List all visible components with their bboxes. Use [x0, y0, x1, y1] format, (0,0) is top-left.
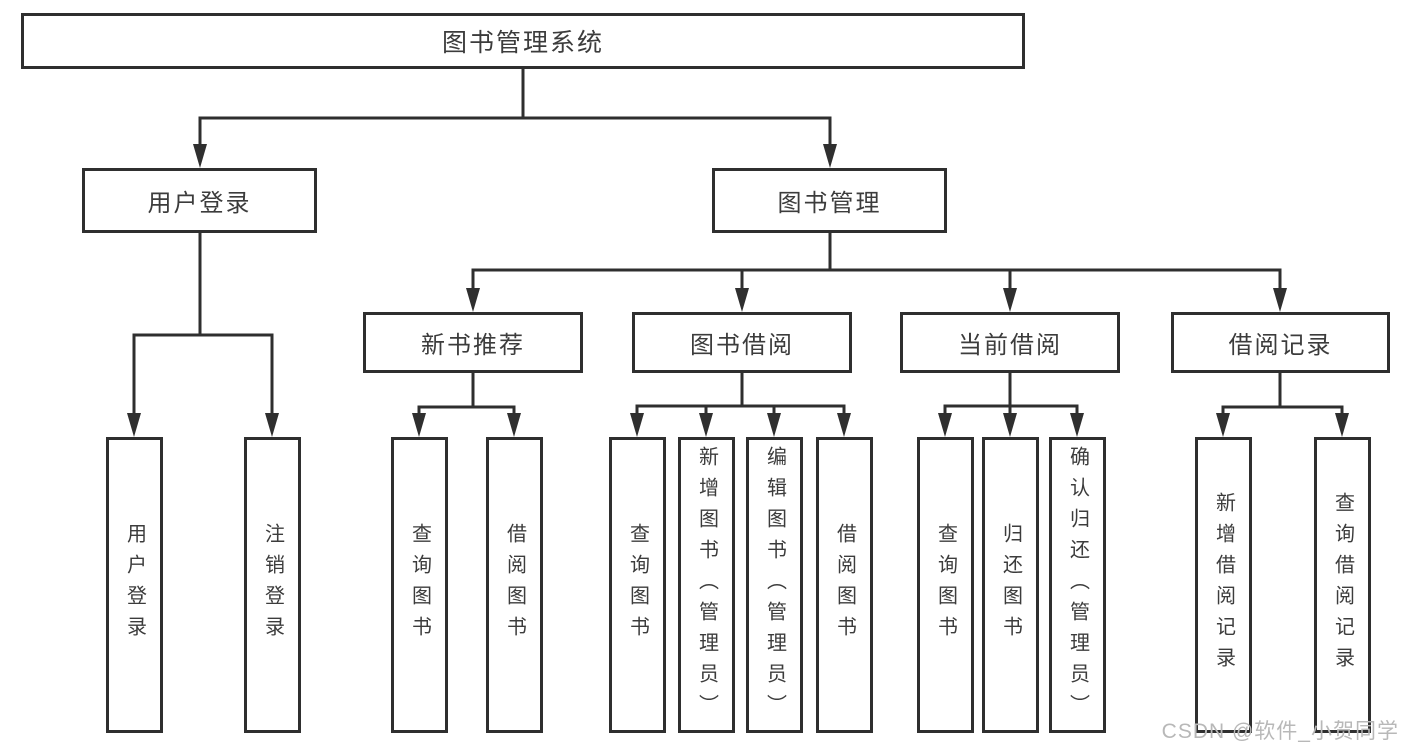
node-root: 图书管理系统: [21, 13, 1025, 69]
node-label: 编辑图书（管理员）: [763, 445, 786, 725]
leaf-query-books-recommend: 查询图书: [391, 437, 448, 733]
node-label: 注销登录: [261, 523, 284, 647]
arrowheads: [127, 144, 1349, 437]
leaf-add-borrow-record: 新增借阅记录: [1195, 437, 1252, 733]
leaf-edit-book-admin: 编辑图书（管理员）: [746, 437, 803, 733]
node-label: 新书推荐: [421, 332, 525, 359]
node-user-login: 用户登录: [82, 168, 317, 233]
leaf-return-books: 归还图书: [982, 437, 1039, 733]
node-label: 查询图书: [408, 523, 431, 647]
node-label: 图书借阅: [690, 332, 794, 359]
leaf-add-book-admin: 新增图书（管理员）: [678, 437, 735, 733]
node-new-book-recommend: 新书推荐: [363, 312, 583, 373]
node-label: 借阅记录: [1228, 332, 1333, 359]
node-label: 用户登录: [123, 523, 146, 647]
node-label: 查询借阅记录: [1331, 492, 1354, 678]
node-borrow-records: 借阅记录: [1171, 312, 1390, 373]
node-label: 图书管理: [777, 190, 882, 217]
leaf-user-login: 用户登录: [106, 437, 163, 733]
leaf-borrow-books-borrow: 借阅图书: [816, 437, 873, 733]
node-label: 新增借阅记录: [1212, 492, 1235, 678]
watermark: CSDN @软件_小贺同学: [1161, 720, 1399, 743]
node-label: 查询图书: [934, 523, 957, 647]
node-label: 用户登录: [147, 190, 252, 217]
node-label: 归还图书: [999, 523, 1022, 647]
leaf-logout: 注销登录: [244, 437, 301, 733]
node-label: 借阅图书: [833, 523, 856, 647]
leaf-query-books-current: 查询图书: [917, 437, 974, 733]
node-book-borrow: 图书借阅: [632, 312, 852, 373]
node-label: 新增图书（管理员）: [695, 445, 718, 725]
node-label: 图书管理系统: [441, 29, 604, 57]
node-book-management: 图书管理: [712, 168, 947, 233]
leaf-confirm-return-admin: 确认归还（管理员）: [1049, 437, 1106, 733]
node-label: 查询图书: [626, 523, 649, 647]
node-label: 当前借阅: [958, 332, 1062, 359]
leaf-borrow-books-recommend: 借阅图书: [486, 437, 543, 733]
node-label: 确认归还（管理员）: [1066, 445, 1089, 725]
leaf-query-books-borrow: 查询图书: [609, 437, 666, 733]
leaf-query-borrow-record: 查询借阅记录: [1314, 437, 1371, 733]
node-label: 借阅图书: [503, 523, 526, 647]
node-current-borrow: 当前借阅: [900, 312, 1120, 373]
